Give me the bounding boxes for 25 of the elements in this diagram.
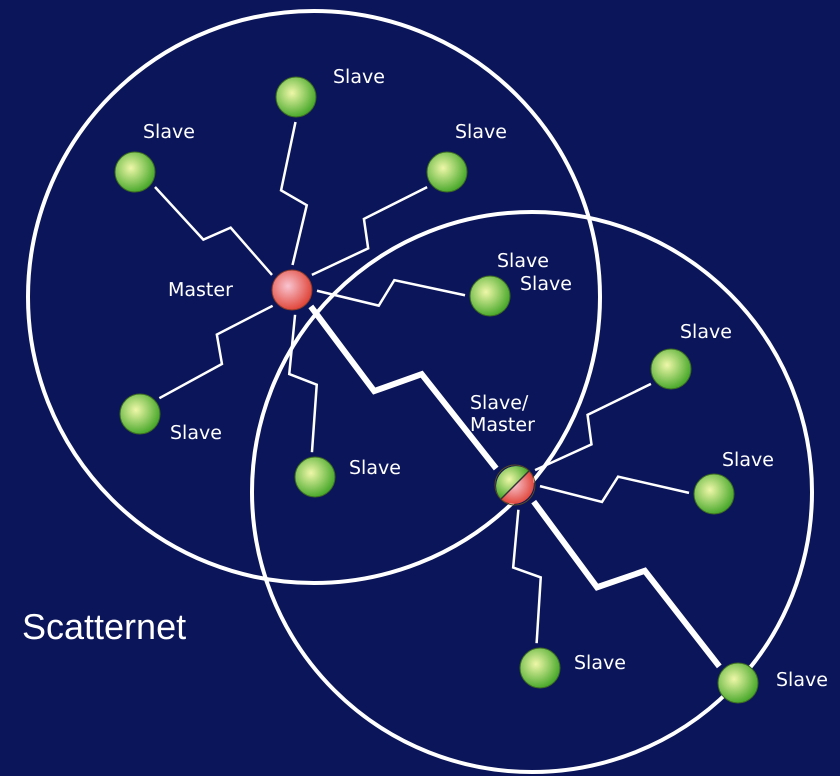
- lightning-connector: [316, 278, 466, 308]
- node-label: Slave: [143, 121, 195, 143]
- node-label: Slave: [574, 652, 626, 674]
- lightning-connector: [540, 475, 690, 504]
- node-label: Slave: [497, 250, 549, 272]
- node-label: Master: [168, 279, 233, 301]
- lightning-connector: [531, 500, 722, 668]
- lightning-connector: [280, 122, 308, 266]
- node-label: Slave: [722, 449, 774, 471]
- lightning-connector: [288, 314, 318, 452]
- node-label: Slave: [680, 321, 732, 343]
- node-label: Slave: [776, 669, 828, 691]
- lightning-connector: [154, 186, 273, 276]
- lightning-connector: [308, 304, 499, 470]
- node-label: Slave: [333, 66, 385, 88]
- node-label: Slave: [170, 422, 222, 444]
- diagram-label: Scatternet: [22, 606, 186, 648]
- lightning-connector: [311, 186, 428, 276]
- lightning-connector: [512, 510, 542, 644]
- node-label: Slave/ Master: [470, 392, 536, 436]
- node-label: Slave: [349, 457, 401, 479]
- node-label: Slave: [520, 273, 572, 295]
- lightning-connector: [534, 382, 652, 472]
- node-label: Slave: [455, 121, 507, 143]
- lightning-connector: [158, 304, 274, 400]
